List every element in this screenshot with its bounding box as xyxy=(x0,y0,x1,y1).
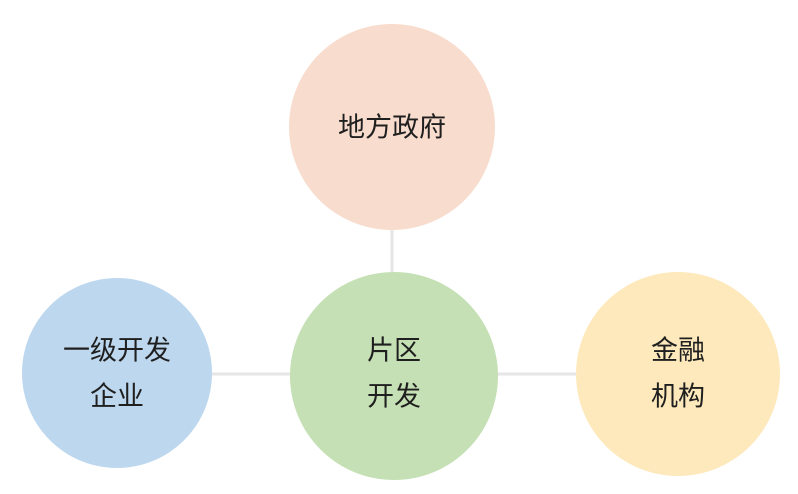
node-primary-developer-label-line2: 企业 xyxy=(90,382,144,413)
node-district-development-circle xyxy=(290,272,498,480)
node-financial-institution-circle xyxy=(576,272,780,476)
node-local-government-label: 地方政府 xyxy=(338,113,446,144)
node-primary-developer-circle xyxy=(22,278,212,468)
node-primary-developer: 一级开发 企业 xyxy=(22,278,212,468)
node-financial-institution-label-line1: 金融 xyxy=(651,336,705,367)
node-district-development-label-line1: 片区 xyxy=(367,336,421,367)
node-local-government: 地方政府 xyxy=(289,24,495,230)
node-district-development-label-line2: 开发 xyxy=(367,382,421,413)
node-local-government-circle xyxy=(289,24,495,230)
node-district-development: 片区 开发 xyxy=(290,272,498,480)
node-financial-institution: 金融 机构 xyxy=(576,272,780,476)
node-financial-institution-label-line2: 机构 xyxy=(651,382,705,413)
node-primary-developer-label-line1: 一级开发 xyxy=(63,336,171,367)
